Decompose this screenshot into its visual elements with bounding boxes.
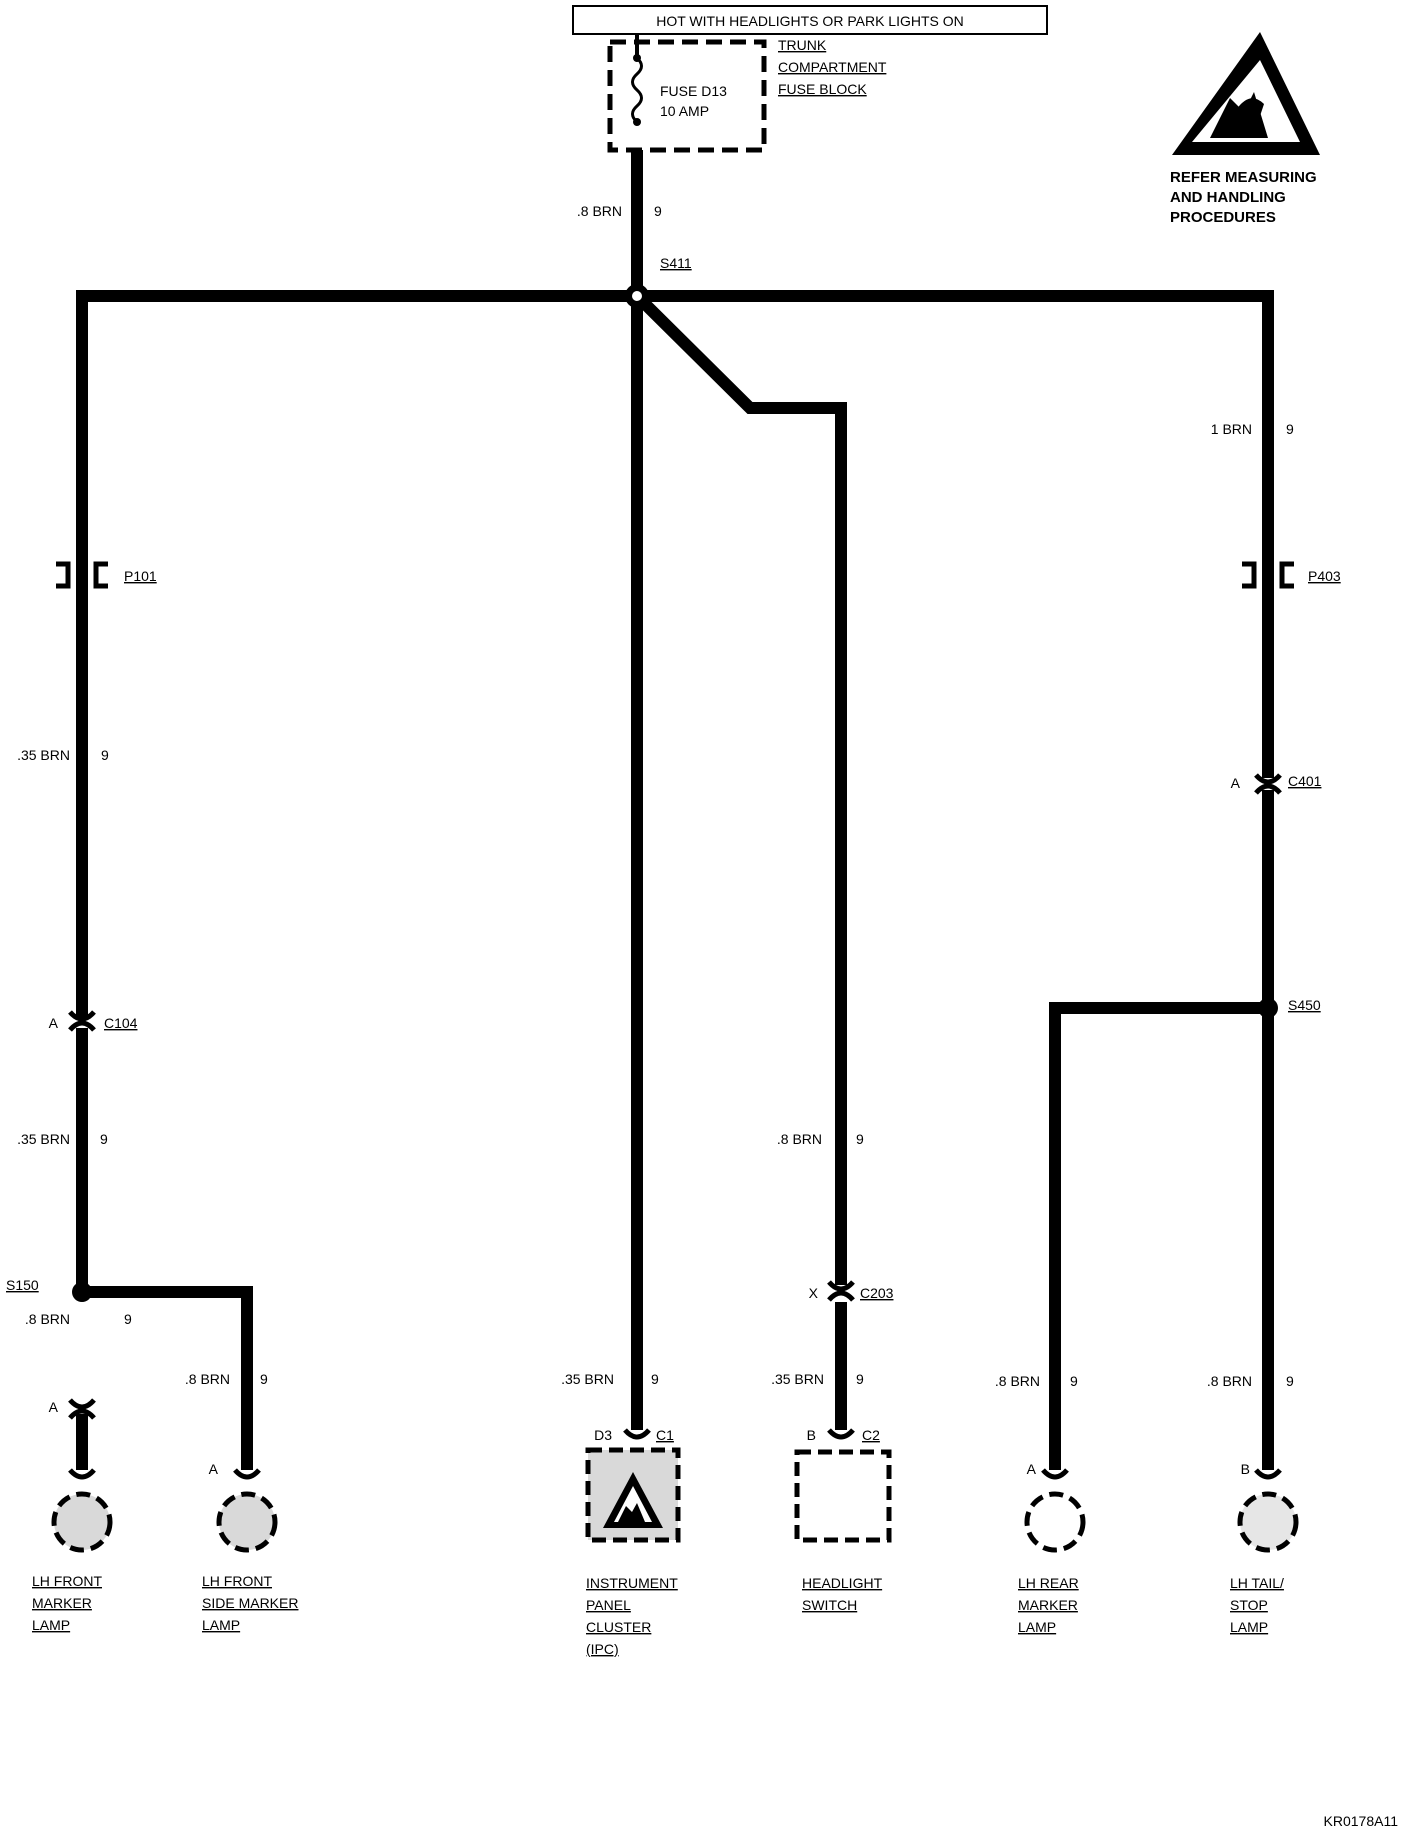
splice-s450-dot: [1258, 998, 1278, 1018]
side-marker-pin: A: [209, 1461, 219, 1477]
fuse-block-label-1: TRUNK: [778, 37, 827, 53]
lh-front-side-marker-label-3: LAMP: [202, 1617, 240, 1633]
wire-fuse-out-circuit: 9: [654, 203, 662, 219]
connector-p403-label: P403: [1308, 568, 1341, 584]
lh-front-side-marker-label-2: SIDE MARKER: [202, 1595, 298, 1611]
warning-line-1: REFER MEASURING: [1170, 169, 1317, 186]
connector-p101-label: P101: [124, 568, 157, 584]
connector-p403: [1242, 561, 1294, 589]
fuse-name: FUSE D13: [660, 83, 727, 99]
headlight-switch-box: [794, 1449, 892, 1543]
wire-rear-marker-gauge: .8 BRN: [995, 1373, 1040, 1389]
lh-tail-stop-lamp-icon: [1237, 1491, 1299, 1553]
lh-rear-marker-lamp-icon: [1024, 1491, 1086, 1553]
connector-c203-pin: X: [809, 1285, 819, 1301]
lh-front-side-marker-lamp-icon: [216, 1491, 278, 1553]
lh-tail-stop-label-1: LH TAIL/: [1230, 1575, 1284, 1591]
wire-headlight-upper: [632, 291, 847, 1285]
warning-line-3: PROCEDURES: [1170, 209, 1276, 226]
esd-warning-icon: [1172, 32, 1320, 155]
connector-c104-pin: A: [49, 1015, 59, 1031]
splice-s150-dot: [72, 1282, 92, 1302]
wire-left-c104-gauge: .35 BRN: [17, 1131, 70, 1147]
ipc-label-2: PANEL: [586, 1597, 631, 1613]
wire-rear-marker: [1049, 1002, 1268, 1470]
warning-line-2: AND HANDLING: [1170, 189, 1286, 206]
wire-rear-marker-circuit: 9: [1070, 1373, 1078, 1389]
front-marker-pin: A: [49, 1399, 59, 1415]
ipc-label-3: CLUSTER: [586, 1619, 651, 1635]
power-source-box: [572, 5, 1048, 35]
connector-c104: [68, 1010, 96, 1032]
wire-headlight-upper-gauge: .8 BRN: [777, 1131, 822, 1147]
wire-right-trunk-circuit: 9: [1286, 421, 1294, 437]
figure-id: KR0178A11: [1324, 1813, 1399, 1829]
lh-rear-marker-label-2: MARKER: [1018, 1597, 1078, 1613]
fuse-block-label-2: COMPARTMENT: [778, 59, 887, 75]
wire-right-trunk-gauge: 1 BRN: [1211, 421, 1252, 437]
connector-c203-label: C203: [860, 1285, 894, 1301]
connector-p101: [56, 561, 108, 589]
fuse-block-box: [607, 39, 767, 153]
ipc-label-1: INSTRUMENT: [586, 1575, 678, 1591]
wire-ipc-circuit: 9: [651, 1371, 659, 1387]
wire-s150-down-gauge: .8 BRN: [25, 1311, 70, 1327]
wire-s150-down-circuit: 9: [124, 1311, 132, 1327]
connector-c2-pin: B: [807, 1427, 816, 1443]
connector-c1-label: C1: [656, 1427, 674, 1443]
ipc-label-4: (IPC): [586, 1641, 619, 1657]
wire-headlight-lower-gauge: .35 BRN: [771, 1371, 824, 1387]
tail-pin: B: [1241, 1461, 1250, 1477]
lh-front-marker-label-3: LAMP: [32, 1617, 70, 1633]
lh-tail-stop-label-3: LAMP: [1230, 1619, 1268, 1635]
wire-side-marker-gauge: .8 BRN: [185, 1371, 230, 1387]
wire-tail-circuit: 9: [1286, 1373, 1294, 1389]
fuse-block-label-3: FUSE BLOCK: [778, 81, 867, 97]
splice-s450-label: S450: [1288, 997, 1321, 1013]
connector-front-marker: [68, 1398, 96, 1420]
lh-tail-stop-label-2: STOP: [1230, 1597, 1268, 1613]
wire-left-p101-circuit: 9: [101, 747, 109, 763]
connector-c203: [827, 1280, 855, 1302]
fuse-element-icon: [631, 56, 643, 124]
connector-c2-label: C2: [862, 1427, 880, 1443]
headlight-switch-label-1: HEADLIGHT: [802, 1575, 883, 1591]
wire-left-p101-gauge: .35 BRN: [17, 747, 70, 763]
wire-headlight-upper-circuit: 9: [856, 1131, 864, 1147]
lh-front-marker-label-1: LH FRONT: [32, 1573, 102, 1589]
lh-rear-marker-label-3: LAMP: [1018, 1619, 1056, 1635]
splice-s150-label: S150: [6, 1277, 39, 1293]
connector-c401: [1254, 773, 1282, 795]
fuse-rating: 10 AMP: [660, 103, 709, 119]
lh-rear-marker-label-1: LH REAR: [1018, 1575, 1079, 1591]
lh-front-marker-label-2: MARKER: [32, 1595, 92, 1611]
connector-c401-label: C401: [1288, 773, 1322, 789]
wire-headlight-lower-circuit: 9: [856, 1371, 864, 1387]
headlight-switch-label-2: SWITCH: [802, 1597, 857, 1613]
ipc-esd-icon: [603, 1472, 663, 1528]
splice-s411-label: S411: [660, 255, 692, 271]
connector-c104-label: C104: [104, 1015, 138, 1031]
wire-tail-gauge: .8 BRN: [1207, 1373, 1252, 1389]
wire-ipc-gauge: .35 BRN: [561, 1371, 614, 1387]
rear-marker-pin: A: [1027, 1461, 1037, 1477]
power-source-label: HOT WITH HEADLIGHTS OR PARK LIGHTS ON: [656, 13, 964, 29]
lh-front-marker-lamp-icon: [51, 1491, 113, 1553]
wire-side-marker: [82, 1286, 253, 1470]
wire-left-c104-circuit: 9: [100, 1131, 108, 1147]
connector-c401-pin: A: [1231, 775, 1241, 791]
wire-fuse-out-gauge: .8 BRN: [577, 203, 622, 219]
connector-c1-pin: D3: [594, 1427, 612, 1443]
wire-side-marker-circuit: 9: [260, 1371, 268, 1387]
lh-front-side-marker-label-1: LH FRONT: [202, 1573, 272, 1589]
